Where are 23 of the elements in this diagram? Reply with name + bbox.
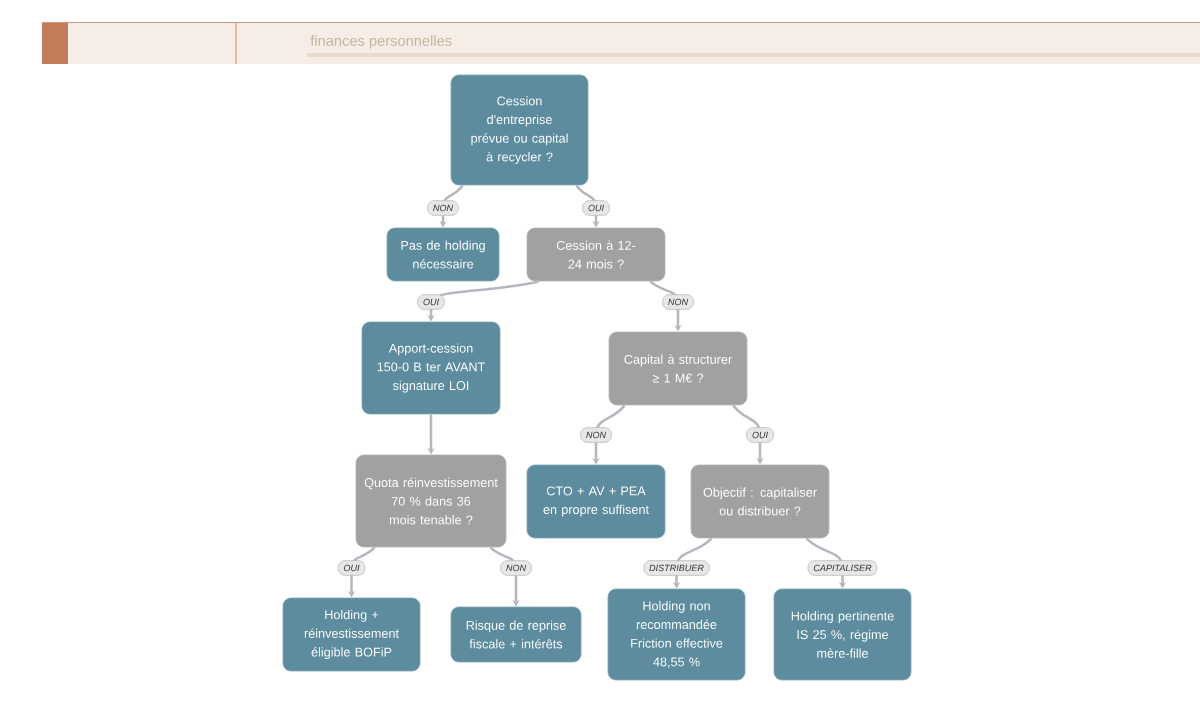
result-box: Risque de reprise fiscale + intérêts [450, 606, 582, 663]
edge-label: NON [500, 560, 532, 576]
decision-box: Objectif : capitaliser ou distribuer ? [690, 464, 830, 539]
result-box: Pas de holding nécessaire [386, 227, 500, 282]
result-box: Holding non recommandée Friction effective 48,55 % [607, 588, 746, 681]
decision-box: Cession à 12-24 mois ? [526, 227, 666, 282]
edge-label: NON [580, 427, 612, 443]
tagline: finances personnelles [310, 35, 452, 49]
result-box: Holding + réinvestissement éligible BOFiP [282, 597, 421, 672]
result-box: Apport-cession 150-0 B ter AVANT signature LOI [361, 321, 501, 415]
result-box: CTO + AV + PEA en propre suffisent [526, 464, 666, 539]
edge-label: NON [662, 294, 694, 310]
edge-label: CAPITALISER [807, 560, 878, 576]
decision-box: Capital à structurer ≥ 1 M€ ? [608, 331, 748, 406]
result-box: Holding pertinente IS 25 %, régime mère-fille [773, 588, 912, 681]
edge-label: OUI [337, 560, 366, 576]
edge-label: OUI [417, 294, 445, 310]
edge-label: DISTRIBUER [643, 560, 710, 576]
edge-label: OUI [746, 427, 774, 443]
edge-label: NON [427, 200, 459, 216]
decision-box: Cession d'entreprise prévue ou capital à recycler ? [450, 74, 589, 186]
edge-label: OUI [582, 200, 610, 216]
decision-box: Quota réinvestissement 70 % dans 36 mois tenable ? [355, 454, 507, 548]
